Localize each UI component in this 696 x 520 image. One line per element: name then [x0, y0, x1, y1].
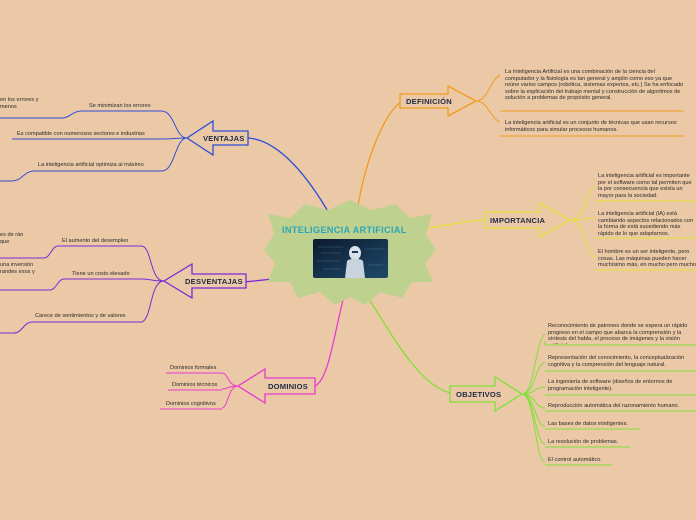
ventajas-item: Es compatible con numerosos sectores e i…: [17, 131, 145, 137]
definicion-label[interactable]: DEFINICIÓN: [406, 97, 452, 106]
objetivos-item: Reproducción automática del razonamiento…: [548, 403, 680, 409]
objetivos-node[interactable]: [449, 333, 696, 466]
ventajas-sub-item: en los errores y menos: [0, 97, 39, 110]
objetivos-item: La ingeniería de software (diseños de en…: [548, 379, 673, 392]
dominios-item: Dominios formales: [170, 365, 217, 371]
connector-objetivos: [364, 291, 456, 395]
objetivos-label[interactable]: OBJETIVOS: [456, 390, 502, 399]
objetivos-item: Representación del conocimiento, la conc…: [548, 355, 685, 368]
dominios-node[interactable]: [160, 367, 316, 410]
ventajas-node[interactable]: [0, 110, 249, 182]
robot-image-icon: [313, 239, 388, 278]
importancia-item: La inteligencia artificial es importante…: [598, 173, 692, 199]
importancia-node[interactable]: [484, 184, 696, 271]
desventajas-node[interactable]: [0, 245, 247, 334]
ventajas-item: La inteligencia artificial optimiza al m…: [38, 162, 144, 168]
ventajas-item: Se minimizan los errores: [89, 103, 151, 109]
objetivos-item: El control automático.: [548, 457, 602, 463]
importancia-item: El hombre es un ser inteligente, pero co…: [598, 249, 696, 269]
desventajas-item: El aumento del desempleo: [62, 238, 129, 244]
desventajas-label[interactable]: DESVENTAJAS: [185, 277, 243, 286]
definicion-node[interactable]: [399, 74, 684, 137]
connector-definicion: [356, 100, 404, 213]
connector-importancia: [427, 219, 489, 229]
desventajas-item: Carece de sentimientos y de valores: [35, 313, 126, 319]
definicion-item: La inteligencia artificial es un conjunt…: [505, 120, 677, 133]
desventajas-item: Tiene un costo elevado: [72, 271, 130, 277]
connector-dominios: [314, 299, 344, 387]
objetivos-item: Las bases de datos inteligentes.: [548, 421, 628, 427]
dominios-label[interactable]: DOMINIOS: [268, 382, 308, 391]
dominios-item: Dominios técnicos: [172, 382, 218, 388]
definicion-item: La Inteligencia Artificial es una combin…: [505, 69, 684, 102]
connector-ventajas: [247, 137, 331, 216]
ventajas-label[interactable]: VENTAJAS: [203, 134, 245, 143]
objetivos-item: Reconocimiento de patrones donde se espe…: [548, 323, 688, 344]
main-connectors: [243, 100, 489, 395]
desventajas-sub-item: una inversión randes esos y: [0, 262, 35, 275]
importancia-item: La inteligencia artificial (IA) está cam…: [598, 211, 694, 237]
importancia-label[interactable]: IMPORTANCIA: [490, 216, 546, 225]
central-topic-title[interactable]: INTELIGENCIA ARTIFICIAL: [282, 225, 407, 235]
objetivos-item: La resolución de problemas.: [548, 439, 619, 445]
desventajas-sub-item: es de rán que: [0, 232, 24, 245]
dominios-item: Dominios cognitivos: [166, 401, 216, 407]
